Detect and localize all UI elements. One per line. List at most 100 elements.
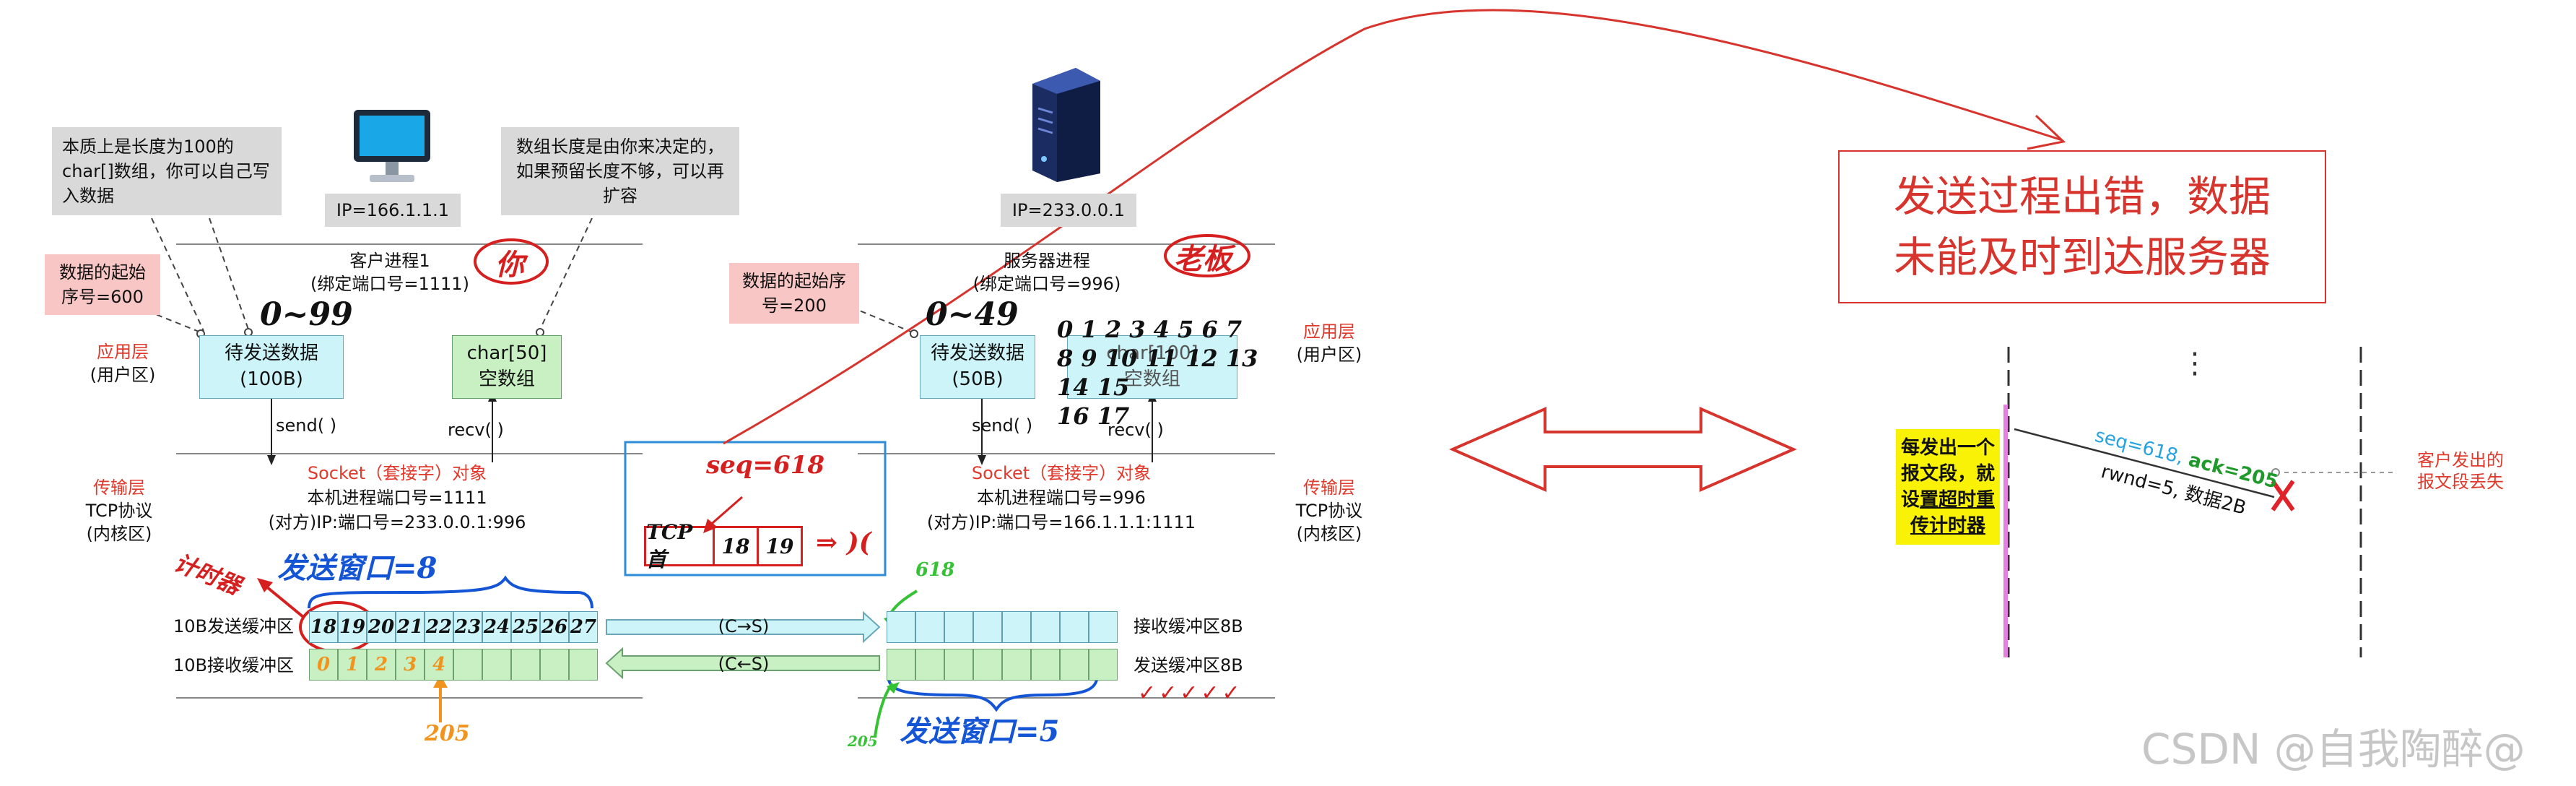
client-send-buffer-cell: 24 xyxy=(482,611,511,643)
server-send-buffer-cell xyxy=(1060,649,1089,681)
client-recv-buffer-cell: 0 xyxy=(309,649,338,681)
client-send-buffer-cell: 20 xyxy=(367,611,396,643)
server-recv-buffer-cell xyxy=(1060,611,1089,643)
server-ip-label: IP=233.0.0.1 xyxy=(1001,194,1136,227)
server-send-buffer-cell xyxy=(944,649,973,681)
server-recv-buffer-cell xyxy=(915,611,944,643)
client-layer-tcp: TCP协议 xyxy=(85,501,153,521)
client-recv-buffer-cell xyxy=(511,649,540,681)
client-ack-mark: 205 xyxy=(425,721,470,746)
server-send-buffer-cell xyxy=(1031,649,1060,681)
server-socket-peer: (对方)IP:端口号=166.1.1.1:1111 xyxy=(926,512,1196,532)
server-send-buffer-cell xyxy=(1089,649,1118,681)
segment-tcp-header: TCP首 xyxy=(646,520,715,571)
segment-packet: TCP首 18 19 xyxy=(644,520,803,571)
client-send-buffer-cell: 18 xyxy=(309,611,338,643)
server-recv-buffer xyxy=(887,611,1118,643)
server-recv-buffer-cell xyxy=(1002,611,1031,643)
server-icon xyxy=(1025,65,1105,185)
client-layer-kernel: (内核区) xyxy=(86,524,152,544)
timer-note: 每发出一个报文段，就设置超时重传计时器 xyxy=(1896,429,2000,545)
client-recv-array-box: char[50] 空数组 xyxy=(452,335,562,399)
desktop-computer-icon xyxy=(351,107,433,188)
checkmarks: ✓✓✓✓✓ xyxy=(1138,681,1243,706)
server-layer-app: 应用层 xyxy=(1303,321,1355,342)
client-send-buffer-cell: 23 xyxy=(453,611,482,643)
server-socket-port: 本机进程端口号=996 xyxy=(977,488,1146,508)
client-note-right: 数组长度是由你来决定的，如果预留长度不够，可以再扩容 xyxy=(501,127,739,215)
server-send-buf-label: 发送缓冲区8B xyxy=(1133,655,1243,675)
client-send-buffer-cell: 21 xyxy=(396,611,425,643)
client-send-buffer-cell: 27 xyxy=(569,611,598,643)
client-send-data-box: 待发送数据 (100B) xyxy=(199,335,344,399)
server-layer-app-sub: (用户区) xyxy=(1296,345,1362,365)
segment-byte-1: 19 xyxy=(765,534,794,558)
server-port-bind: (绑定端口号=996) xyxy=(972,274,1121,294)
client-recv-buffer-cell: 1 xyxy=(338,649,367,681)
server-recv-buffer-cell xyxy=(1031,611,1060,643)
server-nickname: 老板 xyxy=(1174,242,1232,276)
client-process: 客户进程1 xyxy=(349,251,430,271)
client-recv-buffer-cell xyxy=(540,649,569,681)
client-layer-app: 应用层 xyxy=(97,342,149,362)
server-recv-buffer-cell xyxy=(944,611,973,643)
segment-lost-mark: ⇒ )( xyxy=(816,527,871,558)
server-ack-mark: 205 xyxy=(848,733,878,750)
client-port-bind: (绑定端口号=1111) xyxy=(310,274,469,294)
server-recv-numbers: 0 1 2 3 4 5 6 7 8 9 10 11 12 13 14 15 16… xyxy=(1057,316,1258,430)
client-nickname: 你 xyxy=(495,248,524,282)
client-note-left: 本质上是长度为100的char[]数组，你可以自己写入数据 xyxy=(52,127,282,215)
server-recv-array-box: char[100] 空数组 xyxy=(1067,335,1237,399)
server-layer-kernel: (内核区) xyxy=(1296,524,1362,544)
server-recv-buffer-cell xyxy=(1089,611,1118,643)
server-send-buffer-cell xyxy=(887,649,915,681)
client-recv-buffer-cell: 3 xyxy=(396,649,425,681)
channel-c-to-s: (C→S) xyxy=(718,616,770,636)
server-send-call: send( ) xyxy=(972,415,1033,436)
client-socket-port: 本机进程端口号=1111 xyxy=(307,488,487,508)
server-range: 0~49 xyxy=(926,296,1019,333)
client-send-call: send( ) xyxy=(276,415,337,436)
server-start-seq: 数据的起始序号=200 xyxy=(729,263,859,324)
client-socket-title: Socket（套接字）对象 xyxy=(307,463,487,483)
client-send-buffer-cell: 25 xyxy=(511,611,540,643)
client-range: 0~99 xyxy=(260,296,353,333)
client-recv-buffer-cell xyxy=(482,649,511,681)
server-recv-buffer-cell xyxy=(887,611,915,643)
server-recv-call: recv( ) xyxy=(1108,420,1164,440)
timeline-ellipsis: ⋮ xyxy=(2180,347,2209,380)
server-layer-tcp: TCP协议 xyxy=(1295,501,1363,521)
client-recv-call: recv( ) xyxy=(448,420,504,440)
client-recv-buf-label: 10B接收缓冲区 xyxy=(173,655,295,675)
server-send-buffer-cell xyxy=(915,649,944,681)
lost-note: 客户发出的 报文段丢失 xyxy=(2417,450,2504,492)
server-layer-transport: 传输层 xyxy=(1303,478,1355,498)
client-socket-peer: (对方)IP:端口号=233.0.0.1:996 xyxy=(268,512,526,532)
client-recv-buffer-cell xyxy=(569,649,598,681)
segment-byte-0: 18 xyxy=(715,528,759,564)
client-window-label: 发送窗口=8 xyxy=(277,551,438,585)
client-send-buffer-cell: 19 xyxy=(338,611,367,643)
server-send-buffer-cell xyxy=(1002,649,1031,681)
server-process: 服务器进程 xyxy=(1004,251,1090,271)
client-send-buffer-cell: 26 xyxy=(540,611,569,643)
client-recv-buffer-cell: 4 xyxy=(425,649,453,681)
error-alert-box: 发送过程出错，数据 未能及时到达服务器 xyxy=(1838,150,2326,303)
server-window-label: 发送窗口=5 xyxy=(900,714,1060,748)
client-send-buffer-cell: 22 xyxy=(425,611,453,643)
server-recv-buf-label: 接收缓冲区8B xyxy=(1133,616,1243,636)
channel-c-from-s: (C←S) xyxy=(718,654,770,674)
server-seq-mark: 618 xyxy=(915,559,955,581)
client-ip-label: IP=166.1.1.1 xyxy=(325,194,461,227)
csdn-watermark: CSDN @自我陶醉@ xyxy=(2141,725,2525,774)
segment-seq-label: seq=618 xyxy=(706,451,825,480)
server-send-buffer-cell xyxy=(973,649,1002,681)
client-start-seq: 数据的起始序号=600 xyxy=(45,254,160,315)
client-layer-transport: 传输层 xyxy=(93,478,145,498)
client-recv-buffer-cell xyxy=(453,649,482,681)
timer-note-plain: 每发出一个报文段，就设 xyxy=(1900,437,1995,511)
timer-note-bold: 置超时重传计时器 xyxy=(1910,489,1996,537)
